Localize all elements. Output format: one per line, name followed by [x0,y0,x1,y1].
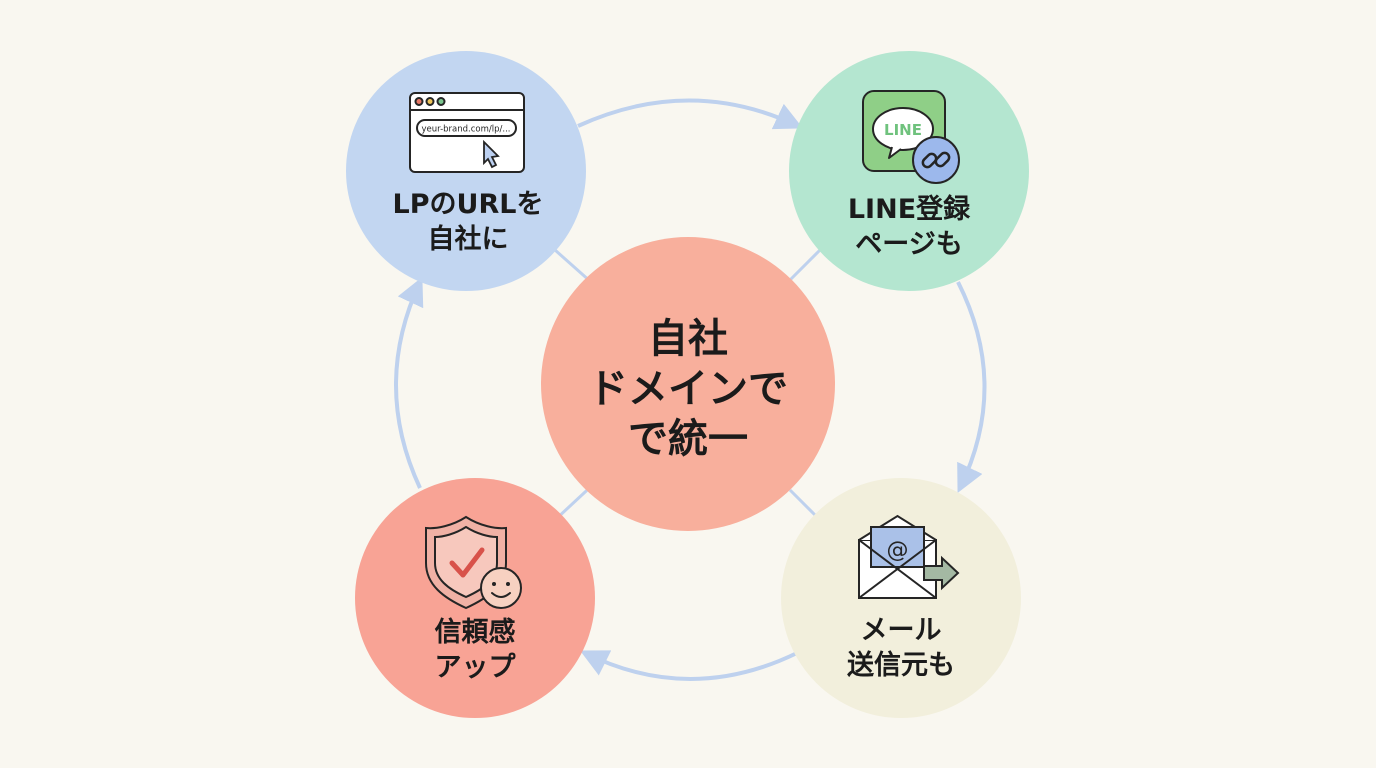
cycle-arrows [394,98,987,681]
line-icon-text: LINE [884,121,922,139]
envelope-icon [858,514,960,599]
browser-window-icon [409,92,525,173]
center-circle [541,237,835,531]
arrow-lp-to-line [577,98,804,130]
link-icon [912,136,960,184]
node-trust-line-2: アップ [435,652,517,683]
node-lp-line-1: LPのURLを [393,189,544,220]
center-line-1: 自社 [648,316,728,362]
center-line-3: で統一 [628,416,748,462]
node-lp: yeur-brand.com/lp/... LPのURLを 自社に [346,51,586,291]
node-mail: @ メール 送信元も [781,478,1021,718]
node-trust-line-1: 信頼感 [435,616,516,648]
lp-url-text: yeur-brand.com/lp/... [422,125,511,135]
arrow-trust-to-lp [394,276,424,489]
center-node: 自社 ドメインで で統一 [541,237,835,531]
arrow-mail-to-trust [579,650,798,681]
smiley-icon [480,567,522,609]
node-mail-line-1: メール [861,615,942,646]
center-line-2: ドメインで [588,366,788,412]
node-line-line-2: ページも [855,229,962,260]
node-line: LINE LINE登録 ページも [789,51,1029,291]
node-mail-line-2: 送信元も [847,650,955,681]
node-trust: 信頼感 アップ [355,478,595,718]
arrow-line-to-mail [956,281,987,494]
mail-at-text: @ [887,538,909,563]
node-line-line-1: LINE登録 [848,193,971,225]
node-lp-line-2: 自社に [428,223,509,255]
